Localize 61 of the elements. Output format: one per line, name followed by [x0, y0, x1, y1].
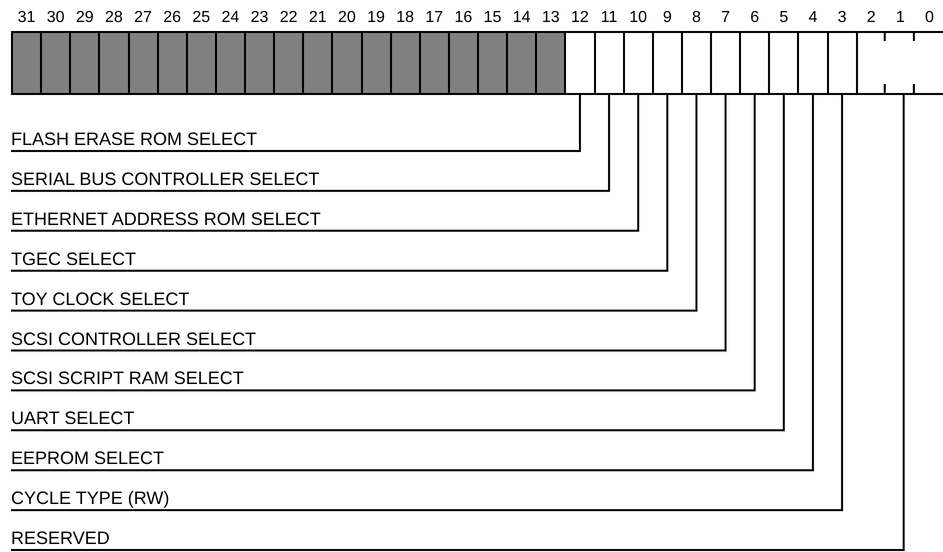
bit-number: 4	[807, 9, 818, 27]
field-label: ETHERNET ADDRESS ROM SELECT	[11, 208, 491, 231]
bit-number: 26	[162, 9, 182, 27]
bit-number: 16	[454, 9, 474, 27]
bit-number: 8	[690, 9, 702, 27]
bit-number: 12	[570, 9, 590, 27]
field-label: SCSI CONTROLLER SELECT	[11, 328, 491, 350]
bit-number: 3	[836, 9, 848, 27]
bit-number: 21	[308, 9, 328, 27]
bit-cell	[622, 31, 654, 95]
bit-cell	[826, 31, 858, 95]
bit-cell	[680, 31, 712, 95]
field-label: SCSI SCRIPT RAM SELECT	[11, 368, 491, 390]
bit-number: 27	[133, 9, 153, 27]
bit-number: 23	[250, 9, 270, 27]
reserved-bit-field	[856, 31, 943, 95]
bit-cell	[564, 31, 596, 95]
bit-number: 20	[337, 9, 357, 27]
field-label: FLASH ERASE ROM SELECT	[11, 129, 491, 151]
bit-number: 10	[628, 9, 648, 27]
bit-cell	[739, 31, 770, 95]
leader-line	[11, 95, 640, 232]
bit-cell	[797, 31, 828, 95]
bit-cell	[710, 31, 742, 95]
leader-line	[11, 95, 668, 272]
leader-line	[11, 95, 581, 152]
bit-number: 6	[749, 9, 760, 27]
leader-line	[11, 95, 610, 192]
bit-number: 31	[16, 9, 36, 27]
bit-number: 11	[600, 9, 618, 27]
leader-line	[11, 95, 756, 392]
field-label: CYCLE TYPE (RW)	[11, 488, 491, 510]
field-label: SERIAL BUS CONTROLLER SELECT	[11, 168, 491, 191]
field-label: TOY CLOCK SELECT	[11, 288, 491, 311]
leader-line	[11, 95, 727, 352]
bit-number: 29	[74, 9, 95, 27]
leader-line	[11, 95, 698, 312]
bit-number: 9	[662, 9, 673, 27]
bit-number: 17	[424, 9, 444, 27]
bit-number: 22	[278, 9, 299, 27]
field-label: TGEC SELECT	[11, 248, 491, 271]
field-label: EEPROM SELECT	[11, 448, 491, 470]
bit-number: 5	[778, 9, 790, 27]
bit-number: 15	[482, 9, 502, 27]
bit-number: 7	[720, 9, 732, 27]
bit-number: 25	[191, 9, 212, 27]
field-label: UART SELECT	[11, 408, 491, 430]
bit-number: 28	[104, 9, 124, 27]
bit-number: 30	[46, 9, 66, 27]
bit-number: 0	[924, 9, 935, 27]
bit-number: 19	[366, 9, 386, 27]
bit-cell	[594, 31, 625, 95]
bit-number: 13	[540, 9, 561, 27]
bit-cell	[768, 31, 800, 95]
field-label: RESERVED	[11, 528, 491, 550]
bit-number: 18	[395, 9, 416, 27]
bit-number: 2	[866, 9, 877, 27]
bit-cell	[652, 31, 683, 95]
bit-number: 24	[220, 9, 240, 27]
bit-number: 1	[894, 9, 906, 27]
bit-number: 14	[512, 9, 532, 27]
